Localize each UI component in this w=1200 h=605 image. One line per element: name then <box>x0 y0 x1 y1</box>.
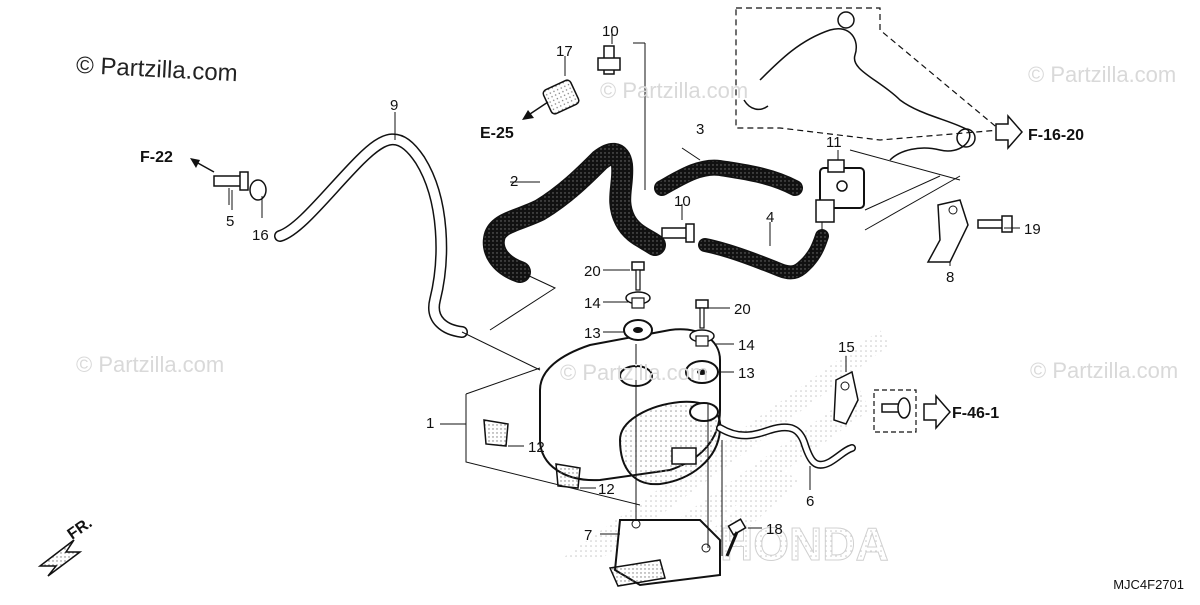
part-label-14-left: 14 <box>584 295 601 312</box>
arrow-f1620[interactable] <box>995 114 1023 150</box>
hose-6[interactable] <box>716 423 856 469</box>
bolt-18[interactable] <box>725 518 747 557</box>
part-label-11: 11 <box>826 134 842 151</box>
partzilla-watermark-bottom-right: © Partzilla.com <box>1030 358 1179 383</box>
part-label-20-left: 20 <box>584 263 601 280</box>
part-label-4: 4 <box>766 209 774 226</box>
part-label-6: 6 <box>806 493 814 510</box>
part-label-13-right: 13 <box>738 365 755 382</box>
part-label-10-mid: 10 <box>674 193 691 210</box>
ref-label-e25: E-25 <box>480 125 514 142</box>
arrow-f461[interactable] <box>923 394 951 430</box>
pad-12-lower[interactable] <box>555 463 581 489</box>
ref-label-f22: F-22 <box>140 149 173 166</box>
part-label-2: 2 <box>510 173 518 190</box>
part-label-15: 15 <box>838 339 855 356</box>
canister-1[interactable] <box>539 328 722 486</box>
clamp-15[interactable] <box>833 370 859 425</box>
ref-label-front: FR. <box>65 515 96 544</box>
part-label-3: 3 <box>696 121 704 138</box>
part-label-10-top: 10 <box>602 23 619 40</box>
leader-lines <box>231 30 1020 556</box>
arrow-e25[interactable] <box>522 101 549 120</box>
part-label-9: 9 <box>390 97 398 114</box>
honda-wing-logo: HONDA <box>560 330 890 571</box>
partzilla-watermark-bottom-center: © Partzilla.com <box>560 360 709 385</box>
part-label-17: 17 <box>556 43 573 60</box>
connector-10-mid[interactable] <box>661 223 695 243</box>
hose-3[interactable] <box>654 159 803 196</box>
part-label-19: 19 <box>1024 221 1041 238</box>
part-label-16: 16 <box>252 227 269 244</box>
ref-label-f1620: F-16-20 <box>1028 127 1084 144</box>
part-label-18: 18 <box>766 521 783 538</box>
bracket-7[interactable] <box>608 519 721 587</box>
diagram-code: MJC4F2701 <box>1113 577 1184 592</box>
part-label-5: 5 <box>226 213 234 230</box>
clip-16[interactable] <box>249 179 267 214</box>
pad-12-upper[interactable] <box>483 419 509 447</box>
part-label-8: 8 <box>946 269 954 286</box>
bolt-20-right[interactable] <box>695 299 709 329</box>
arrow-front[interactable] <box>37 539 83 577</box>
hose-2[interactable] <box>482 142 666 283</box>
part-label-14-right: 14 <box>738 337 755 354</box>
frame-bracket-reference <box>735 7 1002 181</box>
part-label-20-right: 20 <box>734 301 751 318</box>
bracket-8[interactable] <box>926 199 969 263</box>
partzilla-watermark-bottom-left: © Partzilla.com <box>76 352 225 377</box>
part-label-12-lower: 12 <box>598 481 615 498</box>
screw-f46-box <box>873 389 917 433</box>
svg-text:HONDA: HONDA <box>720 518 889 570</box>
partzilla-watermark-top-right: © Partzilla.com <box>1028 62 1177 87</box>
partzilla-watermark-top-center: © Partzilla.com <box>600 78 749 103</box>
connector-5[interactable] <box>213 171 249 205</box>
part-label-13-left: 13 <box>584 325 601 342</box>
solenoid-valve-11[interactable] <box>815 159 865 223</box>
bolt-20-left[interactable] <box>631 261 645 291</box>
part-label-12-upper: 12 <box>528 439 545 456</box>
hose-9[interactable] <box>274 133 468 338</box>
arrow-f22[interactable] <box>190 158 215 173</box>
hose-17[interactable] <box>542 79 580 115</box>
part-label-1: 1 <box>426 415 434 432</box>
collar-14-left[interactable] <box>625 291 651 309</box>
collar-14-right[interactable] <box>689 329 715 347</box>
ref-label-f461: F-46-1 <box>952 405 999 422</box>
bolt-19[interactable] <box>977 215 1013 233</box>
hose-4[interactable] <box>698 229 829 280</box>
grommet-13-left[interactable] <box>623 319 653 341</box>
connector-10-top[interactable] <box>597 45 621 75</box>
grommet-ring-right <box>689 402 719 422</box>
part-label-7: 7 <box>584 527 592 544</box>
